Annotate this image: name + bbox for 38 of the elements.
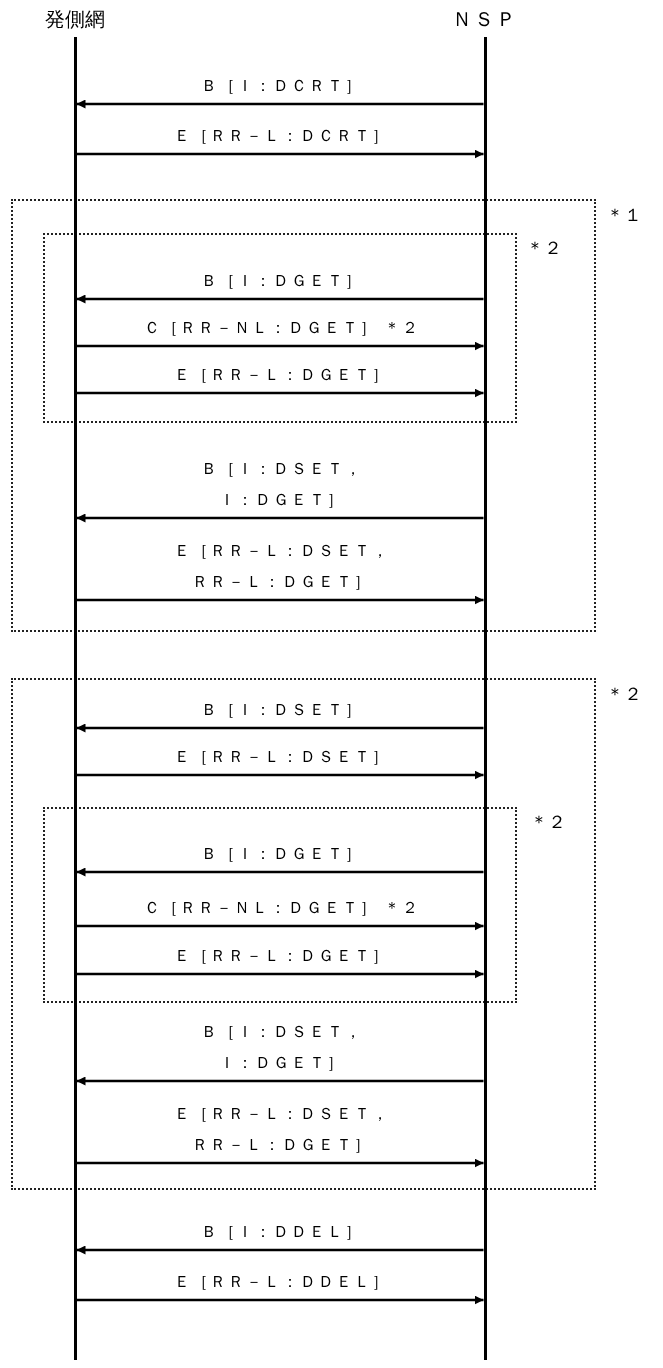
message-label: Ｅ［ＲＲ－Ｌ：ＤＤＥＬ］ bbox=[174, 1272, 390, 1292]
message-label: Ｅ［ＲＲ－Ｌ：ＤＳＥＴ，ＲＲ－Ｌ：ＤＧＥＴ］ bbox=[174, 541, 390, 592]
message-label: Ｂ［Ｉ：ＤＤＥＬ］ bbox=[201, 1222, 363, 1242]
frame-note: ＊２ bbox=[530, 811, 566, 834]
message-arrow bbox=[76, 770, 484, 780]
message-arrow bbox=[76, 149, 484, 159]
message-arrow bbox=[76, 99, 484, 109]
message-label: Ｅ［ＲＲ－Ｌ：ＤＳＥＴ，ＲＲ－Ｌ：ＤＧＥＴ］ bbox=[174, 1104, 390, 1155]
participant-name: 発側網 bbox=[44, 6, 106, 32]
message-label: Ｅ［ＲＲ－Ｌ：ＤＳＥＴ］ bbox=[174, 747, 390, 767]
message-arrow bbox=[76, 1295, 484, 1305]
frame-note: ＊２ bbox=[526, 237, 562, 260]
frame-note: ＊１ bbox=[606, 204, 642, 227]
participant-name: ＮＳＰ bbox=[451, 7, 519, 32]
message-label: Ｂ［Ｉ：ＤＳＥＴ，Ｉ：ＤＧＥＴ］ bbox=[201, 1022, 363, 1073]
message-arrow bbox=[76, 595, 484, 605]
message-arrow bbox=[76, 1158, 484, 1168]
message-arrow bbox=[76, 969, 484, 979]
message-arrow bbox=[76, 921, 484, 931]
message-label: Ｅ［ＲＲ－Ｌ：ＤＧＥＴ］ bbox=[174, 365, 390, 385]
message-arrow bbox=[76, 1245, 484, 1255]
message-arrow bbox=[76, 723, 484, 733]
message-label: Ｅ［ＲＲ－Ｌ：ＤＧＥＴ］ bbox=[174, 946, 390, 966]
message-arrow bbox=[76, 294, 484, 304]
message-arrow bbox=[76, 388, 484, 398]
message-label: Ｅ［ＲＲ－Ｌ：ＤＣＲＴ］ bbox=[174, 126, 390, 146]
message-label: Ｂ［Ｉ：ＤＳＥＴ，Ｉ：ＤＧＥＴ］ bbox=[201, 459, 363, 510]
message-label: Ｂ［Ｉ：ＤＣＲＴ］ bbox=[201, 76, 363, 96]
message-label: Ｃ［ＲＲ－ＮＬ：ＤＧＥＴ］ ＊２ bbox=[144, 318, 420, 338]
message-arrow bbox=[76, 513, 484, 523]
message-arrow bbox=[76, 1076, 484, 1086]
message-label: Ｂ［Ｉ：ＤＳＥＴ］ bbox=[201, 700, 363, 720]
message-label: Ｂ［Ｉ：ＤＧＥＴ］ bbox=[201, 271, 363, 291]
frame-note: ＊２ bbox=[606, 683, 642, 706]
message-label: Ｂ［Ｉ：ＤＧＥＴ］ bbox=[201, 844, 363, 864]
message-arrow bbox=[76, 867, 484, 877]
message-label: Ｃ［ＲＲ－ＮＬ：ＤＧＥＴ］ ＊２ bbox=[144, 898, 420, 918]
message-arrow bbox=[76, 341, 484, 351]
